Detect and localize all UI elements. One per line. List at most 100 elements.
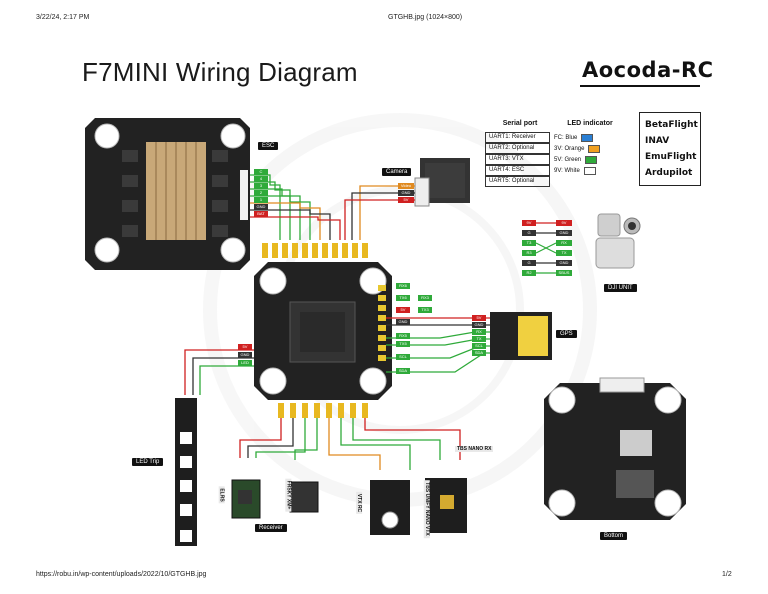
label-tbs-nano-rx: TBS NANO RX — [455, 446, 494, 452]
info-row: UART4: ESC 9V: White — [485, 165, 625, 176]
gps-pin: SDA — [472, 350, 486, 356]
receiver-frsky — [289, 481, 319, 513]
esc-pin: C — [254, 169, 268, 175]
dji-pin: GND — [556, 230, 572, 236]
label-tbs-nano-vtx: TBS UNIFY NANO VTX — [423, 480, 430, 538]
label-esc: ESC — [258, 142, 279, 150]
led-swatch-orange — [588, 144, 601, 153]
gps-pin: 5V — [472, 315, 486, 321]
label-vtx-rc: VTX RC — [356, 491, 363, 515]
vtx-board-2 — [425, 478, 467, 533]
camera-pin: 5V — [398, 197, 414, 203]
led-cell: 9V: White — [554, 166, 612, 175]
gps-module — [490, 312, 552, 360]
dji-pin: GND — [556, 260, 572, 266]
info-row: UART1: Receiver FC: Blue — [485, 132, 625, 143]
gps-pin: TX — [472, 336, 486, 342]
brand-logo: Aocoda-RC — [582, 58, 714, 82]
print-doc-title: GTGHB.jpg (1024×800) — [388, 14, 463, 21]
dji-pin: 9V — [522, 220, 536, 226]
serial-port-header: Serial port — [502, 120, 538, 127]
fc-pad: RX5 — [396, 333, 410, 339]
esc-pin: 2 — [254, 190, 268, 196]
uart-cell: UART4: ESC — [485, 165, 550, 176]
info-row: UART3: VTX 5V: Green — [485, 154, 625, 165]
vtx-board-1 — [370, 480, 410, 535]
camera-module — [414, 158, 470, 207]
brand-underline — [580, 85, 700, 87]
firmware-item: Ardupilot — [645, 168, 693, 178]
esc-board — [85, 118, 250, 270]
fc-pad: 5V — [396, 307, 410, 313]
esc-wires — [250, 174, 341, 240]
print-page-number: 1/2 — [722, 571, 732, 578]
label-elrs: ELRS — [218, 486, 225, 504]
esc-pin: GND — [254, 204, 268, 210]
dji-pin: G — [522, 260, 536, 266]
led-indicator-header: LED indicator — [567, 120, 613, 127]
dji-pin: R3 — [522, 250, 536, 256]
dji-pin: 9V — [556, 220, 572, 226]
dji-unit — [595, 213, 641, 269]
label-receiver: Receiver — [255, 524, 287, 532]
dji-pin: SBUS — [556, 270, 572, 276]
camera-wires — [344, 185, 415, 240]
gps-pin: SCL — [472, 343, 486, 349]
info-table-header: Serial port LED indicator — [485, 120, 625, 132]
esc-pin: 4 — [254, 176, 268, 182]
label-gps: GPS — [556, 330, 577, 338]
fc-pad: SCL — [396, 354, 410, 360]
led-wires — [184, 349, 254, 395]
dji-pin: R2 — [522, 270, 536, 276]
led-cell: 3V: Orange — [554, 144, 612, 153]
led-strip — [175, 398, 197, 546]
esc-pin: 3 — [254, 183, 268, 189]
led-swatch-white — [583, 166, 596, 175]
fc-pad: SDA — [396, 368, 410, 374]
fc-pad: LED — [238, 360, 252, 366]
info-table: Serial port LED indicator UART1: Receive… — [485, 120, 625, 187]
fc-pad: TX6 — [396, 295, 410, 301]
firmware-item: BetaFlight — [645, 120, 698, 130]
gps-pin: GND — [472, 322, 486, 328]
firmware-list: BetaFlight INAV EmuFlight Ardupilot — [639, 112, 701, 186]
diagram-title: F7MINI Wiring Diagram — [82, 57, 358, 87]
label-led-strip: LED Trip — [132, 458, 164, 466]
dji-pin: T3 — [522, 240, 536, 246]
fc-pad: TX5 — [396, 341, 410, 347]
dji-pin: RX — [556, 240, 572, 246]
label-bottom: Bottom — [600, 532, 628, 540]
flight-controller-board — [254, 243, 392, 418]
info-row: UART5: Optional — [485, 176, 625, 187]
camera-pin: GND — [398, 190, 414, 196]
uart-cell: UART5: Optional — [485, 176, 550, 187]
led-swatch-green — [585, 155, 598, 164]
print-url: https://robu.in/wp-content/uploads/2022/… — [36, 571, 207, 578]
esc-pin: 1 — [254, 197, 268, 203]
camera-pin: Video — [398, 183, 414, 189]
firmware-item: INAV — [645, 136, 670, 146]
uart-cell: UART2: Optional — [485, 143, 550, 154]
uart-cell: UART1: Receiver — [485, 132, 550, 143]
dji-pin: G — [522, 230, 536, 236]
gps-pin: RX — [472, 329, 486, 335]
led-cell: 5V: Green — [554, 155, 612, 164]
label-dji-unit: DJI UNIT — [604, 284, 637, 292]
print-datetime: 3/22/24, 2:17 PM — [36, 14, 90, 21]
led-swatch-blue — [581, 133, 594, 142]
fc-pad: GND — [396, 319, 410, 325]
label-frsky: FRSKY XM+ — [285, 478, 292, 512]
receiver-elrs — [231, 479, 261, 519]
led-cell: FC: Blue — [554, 133, 612, 142]
label-camera: Camera — [382, 168, 412, 176]
esc-pin: BAT — [254, 211, 268, 217]
dji-pin: TX — [556, 250, 572, 256]
fc-pad: TX3 — [418, 307, 432, 313]
info-row: UART2: Optional 3V: Orange — [485, 143, 625, 154]
fc-pad: RX6 — [396, 283, 410, 289]
fc-pad: RX3 — [418, 295, 432, 301]
fc-bottom-board — [544, 377, 686, 520]
uart-cell: UART3: VTX — [485, 154, 550, 165]
fc-pad: GND — [238, 352, 252, 358]
